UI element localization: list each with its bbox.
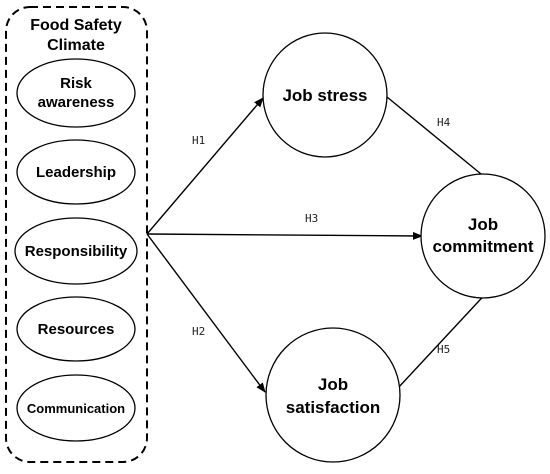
responsibility-node: Responsibility [14, 217, 138, 285]
arrow-h4 [386, 96, 493, 184]
risk-awareness-label-line1: Risk [60, 75, 92, 92]
risk-awareness-label-line2: awareness [38, 94, 115, 111]
job-satisfaction-label-line2: satisfaction [286, 398, 380, 417]
job-commitment-label-line1: Job [468, 215, 498, 234]
responsibility-label: Responsibility [25, 243, 128, 260]
hypothesis-label-h5: H5 [437, 343, 450, 356]
hypothesis-label-h4: H4 [437, 116, 451, 129]
job-commitment-label-line2: commitment [432, 237, 533, 256]
job-satisfaction-label-line1: Job [318, 375, 348, 394]
communication-label: Communication [27, 401, 125, 416]
job-stress-node: Job stress [262, 32, 388, 158]
arrow-h3 [146, 231, 423, 240]
resources-label: Resources [38, 321, 115, 338]
leadership-node: Leadership [16, 139, 136, 205]
hypothesis-label-h1: H1 [192, 134, 205, 147]
hypothesis-label-h3: H3 [305, 212, 318, 225]
arrow-h1 [146, 97, 264, 235]
arrow-h5 [397, 287, 492, 389]
group-title-line1: Food Safety [30, 17, 122, 34]
group-title-line2: Climate [47, 37, 105, 54]
food-safety-climate-group [5, 6, 148, 463]
job-commitment-node: Job commitment [420, 173, 546, 299]
risk-awareness-node: Risk awareness [16, 58, 136, 128]
hypothesis-label-h2: H2 [192, 325, 205, 338]
leadership-label: Leadership [36, 164, 116, 181]
resources-node: Resources [16, 296, 136, 362]
arrow-h2 [146, 233, 266, 393]
job-satisfaction-node: Job satisfaction [265, 327, 401, 463]
job-stress-label: Job stress [282, 86, 367, 105]
communication-node: Communication [16, 374, 136, 442]
